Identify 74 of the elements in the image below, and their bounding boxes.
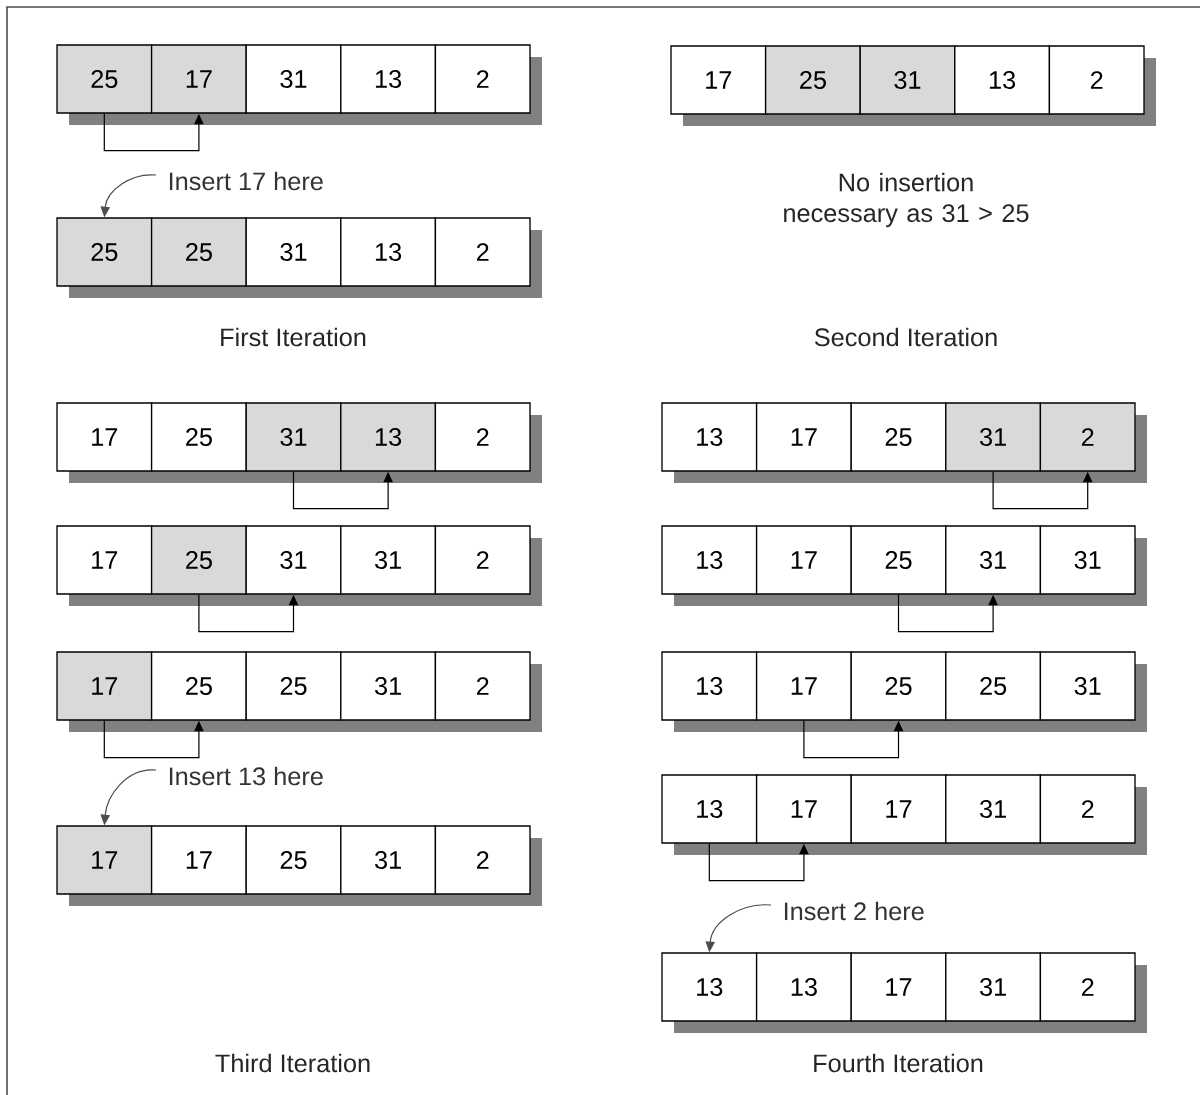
array-cell: 31 bbox=[945, 525, 1042, 595]
array-cell: 13 bbox=[954, 45, 1051, 115]
array-cell: 31 bbox=[245, 525, 342, 595]
array-cell: 25 bbox=[245, 651, 342, 721]
bracket-arrow bbox=[897, 594, 998, 633]
array-cell: 31 bbox=[245, 402, 342, 472]
bracket-arrow bbox=[708, 843, 809, 882]
array-cell: 2 bbox=[1048, 45, 1145, 115]
array-cell: 25 bbox=[150, 217, 247, 287]
array-cell: 2 bbox=[434, 825, 531, 895]
array-cell: 25 bbox=[245, 825, 342, 895]
array-cell: 31 bbox=[945, 402, 1042, 472]
array-cell: 31 bbox=[1039, 525, 1136, 595]
array-cell: 13 bbox=[755, 952, 852, 1022]
array-cell: 25 bbox=[945, 651, 1042, 721]
array-cell: 25 bbox=[850, 525, 947, 595]
array-cell: 2 bbox=[1039, 402, 1136, 472]
array-cell: 2 bbox=[1039, 952, 1136, 1022]
insert-note: Insert 17 here bbox=[169, 171, 323, 191]
iteration-title: First Iteration bbox=[221, 327, 366, 347]
array-cell: 31 bbox=[340, 525, 437, 595]
array-cell: 13 bbox=[340, 402, 437, 472]
array-cell: 31 bbox=[340, 651, 437, 721]
bracket-arrow bbox=[292, 471, 393, 510]
array-cell: 17 bbox=[56, 402, 153, 472]
array-cell: 2 bbox=[434, 651, 531, 721]
array-cell: 31 bbox=[945, 774, 1042, 844]
array-cell: 25 bbox=[850, 651, 947, 721]
array-cell: 25 bbox=[764, 45, 861, 115]
iteration-title: Third Iteration bbox=[215, 1053, 370, 1073]
array-cell: 31 bbox=[859, 45, 956, 115]
array-cell: 2 bbox=[434, 44, 531, 114]
iteration-title: Second Iteration bbox=[814, 327, 997, 347]
bracket-arrow bbox=[103, 113, 204, 152]
array-cell: 17 bbox=[850, 774, 947, 844]
array-cell: 25 bbox=[850, 402, 947, 472]
array-cell: 31 bbox=[945, 952, 1042, 1022]
array-cell: 2 bbox=[1039, 774, 1136, 844]
array-cell: 31 bbox=[1039, 651, 1136, 721]
array-cell: 13 bbox=[661, 525, 758, 595]
note-text: No insertion necessary as 31 > 25 bbox=[784, 172, 1029, 228]
array-cell: 17 bbox=[150, 44, 247, 114]
array-cell: 13 bbox=[661, 952, 758, 1022]
array-cell: 25 bbox=[150, 525, 247, 595]
array-cell: 31 bbox=[245, 217, 342, 287]
array-cell: 17 bbox=[755, 402, 852, 472]
array-cell: 17 bbox=[670, 45, 767, 115]
array-cell: 25 bbox=[150, 651, 247, 721]
bracket-arrow bbox=[992, 471, 1093, 510]
array-cell: 17 bbox=[850, 952, 947, 1022]
array-cell: 13 bbox=[661, 651, 758, 721]
array-cell: 25 bbox=[56, 217, 153, 287]
array-cell: 17 bbox=[56, 651, 153, 721]
insert-note: Insert 2 here bbox=[784, 901, 924, 921]
bracket-arrow bbox=[103, 720, 204, 759]
array-cell: 17 bbox=[150, 825, 247, 895]
array-cell: 31 bbox=[340, 825, 437, 895]
array-cell: 17 bbox=[755, 651, 852, 721]
array-cell: 25 bbox=[150, 402, 247, 472]
insert-note: Insert 13 here bbox=[169, 766, 323, 786]
array-cell: 17 bbox=[755, 774, 852, 844]
array-cell: 17 bbox=[56, 525, 153, 595]
array-cell: 13 bbox=[340, 44, 437, 114]
array-cell: 25 bbox=[56, 44, 153, 114]
array-cell: 31 bbox=[245, 44, 342, 114]
array-cell: 17 bbox=[56, 825, 153, 895]
array-cell: 13 bbox=[340, 217, 437, 287]
array-cell: 13 bbox=[661, 402, 758, 472]
iteration-title: Fourth Iteration bbox=[814, 1053, 983, 1073]
array-cell: 2 bbox=[434, 217, 531, 287]
array-cell: 17 bbox=[755, 525, 852, 595]
array-cell: 2 bbox=[434, 525, 531, 595]
array-cell: 2 bbox=[434, 402, 531, 472]
array-cell: 13 bbox=[661, 774, 758, 844]
